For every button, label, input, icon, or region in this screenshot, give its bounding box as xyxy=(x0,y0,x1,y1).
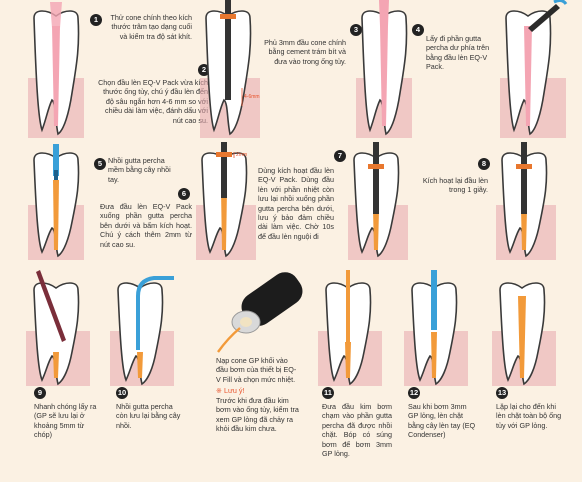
step-text-1: Thử cone chính theo kích thước trâm tạo … xyxy=(104,13,192,41)
tooth-step-5 xyxy=(28,150,84,260)
fill-note-main: Nạp cone GP khối vào đầu bơm của thiết b… xyxy=(216,356,300,384)
step-text-4: Lấy đi phần gutta percha dư phía trên bằ… xyxy=(426,34,496,72)
step-text-7: Dùng kích hoạt đầu lèn EQ-V Pack. Dùng đ… xyxy=(258,166,334,241)
tooth-step-9 xyxy=(26,276,90,386)
step-number-8: 8 xyxy=(478,158,490,170)
tooth-step-10 xyxy=(110,276,174,386)
eq-v-fill-device-icon xyxy=(206,276,316,356)
step-number-6: 6 xyxy=(178,188,190,200)
step-number-10: 10 xyxy=(116,387,128,399)
step-number-7: 7 xyxy=(334,150,346,162)
step-text-3: Phủ 3mm đầu cone chính bằng cement trám … xyxy=(258,38,346,66)
tooth-step-12 xyxy=(404,276,468,386)
step-text-12: Sau khi bơm 3mm GP lỏng, lèn chặt bằng c… xyxy=(408,402,478,440)
tooth-step-8 xyxy=(496,150,556,260)
tooth-step-1 xyxy=(28,8,84,138)
step-text-10: Nhồi gutta percha còn lưu lại bằng cây n… xyxy=(116,402,182,430)
tooth-step-11 xyxy=(318,276,382,386)
step-text-2: Chọn đầu lèn EQ-V Pack vừa kích thước ốn… xyxy=(98,78,208,125)
step-number-5: 5 xyxy=(94,158,106,170)
gap-annotation: 2mm xyxy=(236,151,258,160)
step-number-13: 13 xyxy=(496,387,508,399)
step-number-11: 11 xyxy=(322,387,334,399)
tooth-step-2 xyxy=(200,8,260,138)
step-number-4: 4 xyxy=(412,24,424,36)
step-text-13: Lặp lại cho đến khi lèn chặt toàn bộ ống… xyxy=(496,402,566,430)
step-number-9: 9 xyxy=(34,387,46,399)
depth-annotation: 4-6mm xyxy=(244,93,272,102)
tooth-step-13 xyxy=(492,276,556,386)
fill-note-warning-label: ※ Lưu ý! xyxy=(216,386,300,395)
tooth-step-7 xyxy=(348,150,408,260)
step-text-9: Nhanh chóng lấy ra (GP sẽ lưu lại ở khoả… xyxy=(34,402,98,440)
tooth-step-4 xyxy=(500,8,566,138)
fill-note-warning-text: Trước khi đưa đầu kim bơm vào ống tủy, k… xyxy=(216,396,300,434)
step-text-11: Đưa đầu kim bơm chạm vào phần gutta perc… xyxy=(322,402,392,458)
tooth-step-6 xyxy=(196,150,256,260)
tooth-step-3 xyxy=(356,8,412,138)
step-number-12: 12 xyxy=(408,387,420,399)
step-number-1: 1 xyxy=(90,14,102,26)
step-text-5: Nhồi gutta percha mềm bằng cây nhồi tay. xyxy=(108,156,178,184)
step-text-8: Kích hoạt lại đầu lèn trong 1 giây. xyxy=(406,176,488,195)
step-text-6: Đưa đầu lèn EQ-V Pack xuống phần gutta p… xyxy=(100,202,192,249)
